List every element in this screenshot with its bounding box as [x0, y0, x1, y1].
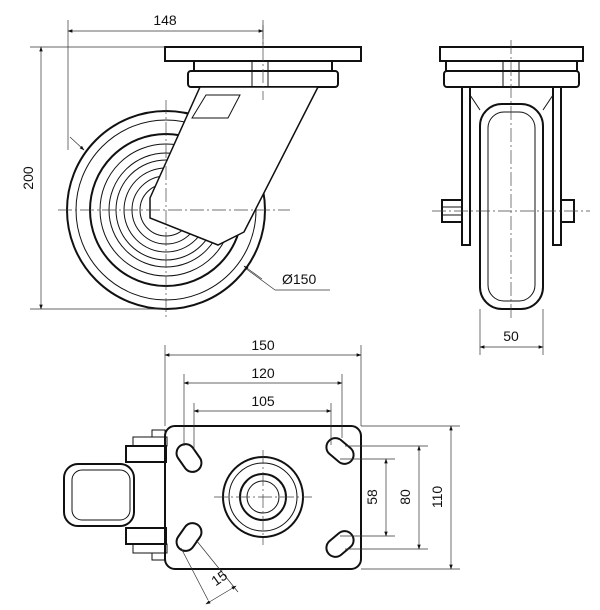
dim-80-label: 80	[397, 489, 413, 505]
front-wheel	[479, 103, 544, 310]
dim-50-label: 50	[503, 328, 519, 344]
dim-148-label: 148	[153, 12, 177, 28]
dim-105-label: 105	[251, 393, 275, 409]
dim-200-label: 200	[20, 166, 36, 190]
bolt-slot-bottom-right	[325, 530, 355, 558]
top-view: 150 120 105 110 80 58 15	[63, 337, 460, 605]
dim-diameter-label: Ø150	[282, 271, 316, 287]
front-top-plate	[439, 46, 584, 62]
plan-wheel	[63, 463, 135, 527]
dim-110-label: 110	[429, 486, 445, 509]
front-view: 50	[432, 40, 590, 355]
dim-58-label: 58	[364, 489, 380, 505]
bolt-slot-bottom-left	[175, 522, 203, 552]
side-view: 148 200 Ø150	[20, 12, 362, 318]
dim-15-label: 15	[208, 567, 230, 589]
bolt-slot-top-left	[175, 443, 203, 473]
dim-120-label: 120	[251, 365, 275, 381]
dim-150-label: 150	[251, 337, 275, 353]
mounting-plate	[164, 425, 362, 570]
bolt-slot-top-right	[325, 437, 355, 465]
